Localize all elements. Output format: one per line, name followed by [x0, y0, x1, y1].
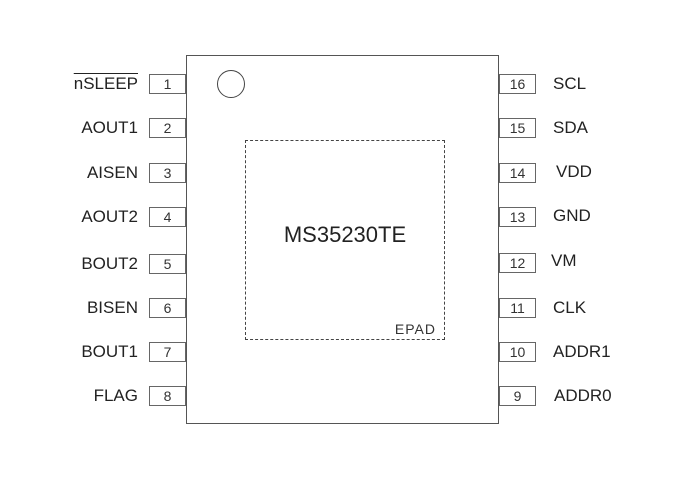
pin-label-scl: SCL	[553, 74, 587, 93]
pin-label-addr0: ADDR0	[554, 386, 612, 405]
pin-box-8: 8	[149, 386, 186, 406]
pin1-indicator-circle	[217, 70, 245, 98]
pin-box-16: 16	[499, 74, 536, 94]
part-name: MS35230TE	[283, 222, 407, 247]
pin-box-11: 11	[499, 298, 536, 318]
pin-label-gnd: GND	[553, 206, 591, 225]
ic-package-body	[186, 55, 499, 424]
epad-label: EPAD	[394, 321, 436, 337]
pin-box-4: 4	[149, 207, 186, 227]
pin-box-5: 5	[149, 254, 186, 274]
pin-box-7: 7	[149, 342, 186, 362]
pin-label-flag: FLAG	[93, 386, 138, 405]
pin-label-nsleep: nSLEEP	[73, 74, 138, 93]
pin-label-vdd: VDD	[556, 162, 592, 181]
exposed-pad: EPAD	[245, 140, 445, 340]
pin-label-clk: CLK	[553, 298, 587, 317]
pin-box-12: 12	[499, 253, 536, 273]
pin-box-15: 15	[499, 118, 536, 138]
pin-label-bisen: BISEN	[86, 298, 138, 317]
pin-box-9: 9	[499, 386, 536, 406]
pin-label-vm: VM	[551, 251, 577, 270]
pin-box-13: 13	[499, 207, 536, 227]
pin-label-bout2: BOUT2	[81, 254, 138, 273]
pin-box-10: 10	[499, 342, 536, 362]
pin-label-sda: SDA	[553, 118, 588, 137]
pin-box-1: 1	[149, 74, 186, 94]
pin-label-aout2: AOUT2	[81, 207, 138, 226]
pin-label-aout1: AOUT1	[81, 118, 138, 137]
pin-box-6: 6	[149, 298, 186, 318]
pin-box-3: 3	[149, 163, 186, 183]
pin-label-addr1: ADDR1	[553, 342, 611, 361]
pin-label-aisen: AISEN	[86, 163, 138, 182]
pin-box-2: 2	[149, 118, 186, 138]
pin-label-bout1: BOUT1	[81, 342, 138, 361]
pin-box-14: 14	[499, 163, 536, 183]
